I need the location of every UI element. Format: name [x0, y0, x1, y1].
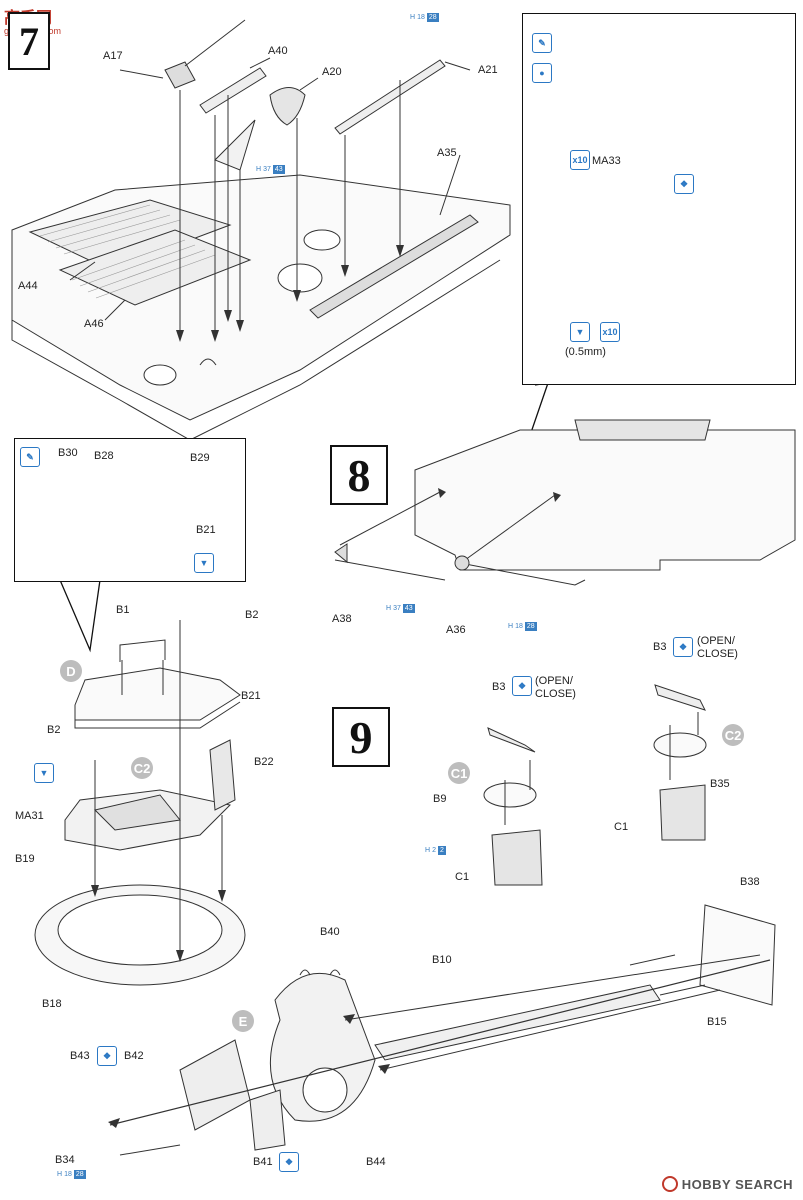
- step-7-detail-inset: [522, 13, 796, 385]
- part-label-b22: B22: [254, 756, 274, 768]
- runner-ref-a21: H 18 28: [410, 13, 439, 22]
- step-7-box: 7: [8, 12, 50, 70]
- step-8-box: 8: [330, 445, 388, 505]
- part-label-b29: B29: [190, 452, 210, 464]
- open-close-note-b: (OPEN/CLOSE): [697, 635, 738, 660]
- part-label-a46: A46: [84, 318, 104, 330]
- subassembly-d-marker: D: [60, 660, 82, 682]
- part-label-c1-b: C1: [614, 821, 629, 833]
- part-label-b44: B44: [366, 1156, 386, 1168]
- runner-ref-a40: H 37 43: [256, 165, 285, 174]
- part-label-a36: A36: [446, 624, 466, 636]
- glue-icon: ✎: [532, 33, 552, 53]
- part-label-b21: B21: [241, 690, 261, 702]
- part-label-b15: B15: [707, 1016, 727, 1028]
- cut-icon-inset-d: ▼: [194, 553, 214, 573]
- step-9-box: 9: [332, 707, 390, 767]
- hobby-search-brand: HOBBY SEARCH: [661, 1176, 793, 1192]
- brand-text: HOBBY SEARCH: [681, 1176, 793, 1192]
- or-option-icon-b3-a: ❖: [512, 676, 532, 696]
- quantity-label-b: x10: [602, 327, 618, 337]
- runner-ref-b34: H 18 28: [57, 1170, 86, 1179]
- part-label-b1: B1: [116, 604, 130, 616]
- part-label-b9: B9: [433, 793, 447, 805]
- runner-ref-c1: H 2 2: [425, 846, 446, 855]
- or-option-icon-b43: ❖: [97, 1046, 117, 1066]
- subassembly-c1-marker: C1: [448, 762, 470, 784]
- brand-logo-icon: [661, 1176, 678, 1192]
- step-8-number: 8: [347, 449, 371, 501]
- liquid-cement-icon: ●: [532, 63, 552, 83]
- part-label-ma31: MA31: [15, 810, 44, 822]
- part-label-b3-b: B3: [653, 641, 667, 653]
- runner-ref-a38: H 37 43: [386, 604, 415, 613]
- or-option-icon: ❖: [674, 174, 694, 194]
- open-close-note-a: (OPEN/CLOSE): [535, 675, 576, 700]
- subassembly-c2-marker-b: C2: [722, 724, 744, 746]
- runner-ref-a36: H 18 28: [508, 622, 537, 631]
- part-label-b2-top: B2: [245, 609, 259, 621]
- part-label-b38: B38: [740, 876, 760, 888]
- part-label-b30: B30: [58, 447, 78, 459]
- part-label-a17: A17: [103, 50, 123, 62]
- part-label-b3-a: B3: [492, 681, 506, 693]
- or-option-icon-b41: ❖: [279, 1152, 299, 1172]
- step-9-number: 9: [349, 711, 373, 763]
- thickness-note: (0.5mm): [565, 346, 606, 358]
- part-label-b35: B35: [710, 778, 730, 790]
- part-label-c1-a: C1: [455, 871, 470, 883]
- subassembly-e-marker: E: [232, 1010, 254, 1032]
- part-label-b34: B34: [55, 1154, 75, 1166]
- part-label-b19: B19: [15, 853, 35, 865]
- part-label-a38: A38: [332, 613, 352, 625]
- part-label-b43: B43: [70, 1050, 90, 1062]
- part-label-ma33: MA33: [592, 155, 621, 167]
- glue-icon-inset-d: ✎: [20, 447, 40, 467]
- quantity-label-a: x10: [572, 155, 588, 165]
- part-label-b42: B42: [124, 1050, 144, 1062]
- part-label-b21-inset: B21: [196, 524, 216, 536]
- part-label-a21: A21: [478, 64, 498, 76]
- part-label-a44: A44: [18, 280, 38, 292]
- quantity-icon-b: x10: [600, 322, 620, 342]
- part-label-b2-mid: B2: [47, 724, 61, 736]
- cut-icon-ma31: ▼: [34, 763, 54, 783]
- part-label-a35: A35: [437, 147, 457, 159]
- part-label-b41: B41: [253, 1156, 273, 1168]
- part-label-b10: B10: [432, 954, 452, 966]
- part-label-a40: A40: [268, 45, 288, 57]
- part-label-a20: A20: [322, 66, 342, 78]
- step-7-number: 7: [19, 18, 39, 64]
- part-label-b28: B28: [94, 450, 114, 462]
- subassembly-c2-marker-a: C2: [131, 757, 153, 779]
- part-label-b40: B40: [320, 926, 340, 938]
- cut-icon: ▼: [570, 322, 590, 342]
- part-label-b18: B18: [42, 998, 62, 1010]
- or-option-icon-b3-b: ❖: [673, 637, 693, 657]
- quantity-icon: x10: [570, 150, 590, 170]
